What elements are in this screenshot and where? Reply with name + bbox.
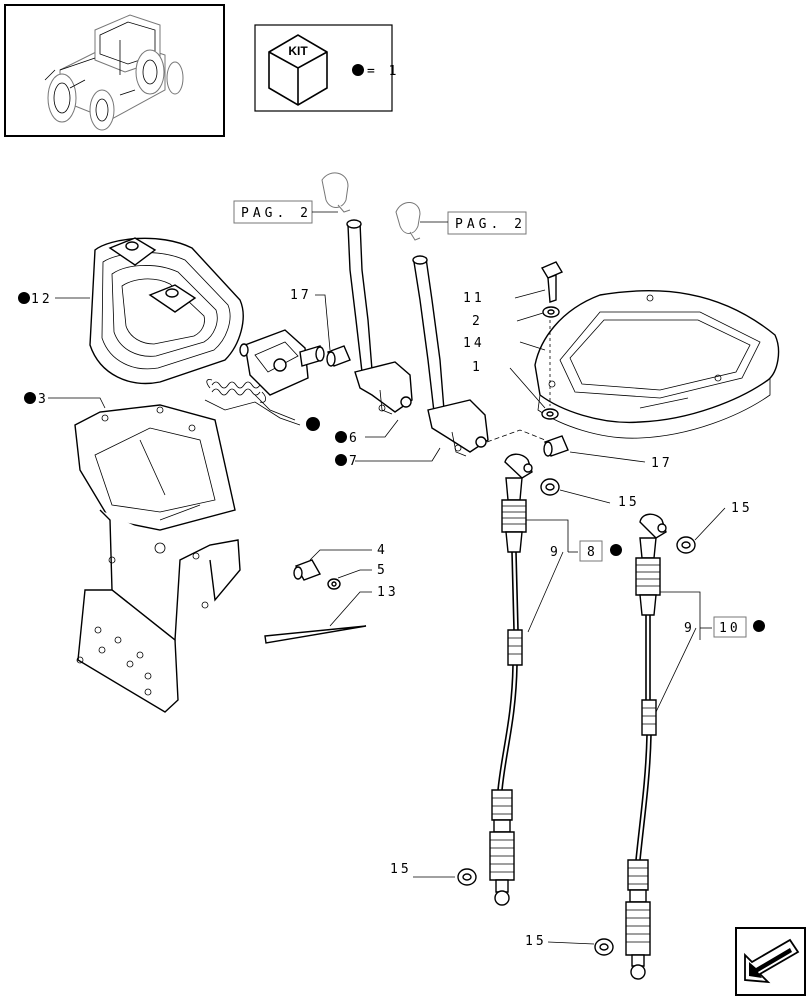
nut-5-part[interactable]	[327, 578, 341, 590]
washer-1-part[interactable]	[541, 408, 559, 420]
callout-10[interactable]: 10	[713, 616, 765, 638]
knob-ghost-2	[395, 202, 421, 241]
page-ref-1-text: PAG. 2	[241, 206, 312, 221]
callout-17-left[interactable]: 17	[290, 288, 312, 303]
rubber-boot-part[interactable]	[89, 237, 244, 385]
callout-15-b-text: 15	[731, 501, 753, 516]
page-ref-2-text: PAG. 2	[455, 217, 526, 232]
next-page-arrow-icon	[744, 938, 800, 984]
pivot-block-part[interactable]	[239, 329, 325, 396]
bolt-part[interactable]	[540, 261, 564, 303]
spring-part[interactable]	[206, 379, 266, 403]
callout-13-text: 13	[377, 585, 399, 600]
callout-6[interactable]: 6	[335, 431, 360, 446]
wedge-13-part[interactable]	[264, 625, 367, 644]
callout-5-text: 5	[377, 563, 388, 578]
gate-plate-part[interactable]	[534, 289, 780, 439]
mounting-bracket-part[interactable]	[74, 404, 241, 713]
washer-15-d[interactable]	[594, 938, 614, 956]
callout-8[interactable]: 8	[579, 540, 622, 562]
callout-2-text: 2	[472, 314, 483, 329]
callout-15-d-text: 15	[525, 934, 547, 949]
kit-equals-text: = 1	[367, 64, 399, 79]
kit-label: KIT	[288, 44, 308, 58]
page-ref-2[interactable]: PAG. 2	[447, 211, 527, 235]
kit-marker-dot	[352, 64, 364, 76]
callout-9-a-text: 9	[550, 545, 561, 560]
callout-11-text: 11	[463, 291, 485, 306]
callout-4-text: 4	[377, 543, 388, 558]
lever-6-part[interactable]	[346, 219, 413, 415]
bushing-right-part[interactable]	[543, 435, 569, 457]
callout-12[interactable]: 12	[18, 292, 53, 307]
leader-lines	[48, 289, 726, 945]
callout-14-text: 14	[463, 336, 485, 351]
callout-15-c-text: 15	[390, 862, 412, 877]
callout-1[interactable]: 1	[472, 360, 483, 375]
callout-15-a-text: 15	[618, 495, 640, 510]
callout-7-text: 7	[349, 454, 360, 469]
kit-legend: KIT = 1	[254, 24, 399, 112]
tractor-thumbnail[interactable]	[4, 4, 225, 137]
bushing-left-part[interactable]	[326, 345, 351, 367]
callout-17-right[interactable]: 17	[651, 456, 673, 471]
callout-15-c[interactable]: 15	[390, 862, 412, 877]
callout-15-b[interactable]: 15	[731, 501, 753, 516]
callout-10-text: 10	[719, 621, 741, 636]
callout-7[interactable]: 7	[335, 454, 360, 469]
callout-9-b[interactable]: 9	[684, 621, 695, 636]
page-ref-1[interactable]: PAG. 2	[233, 200, 313, 224]
callout-3-text: 3	[38, 392, 49, 407]
callout-17-right-text: 17	[651, 456, 673, 471]
callout-11[interactable]: 11	[463, 291, 485, 306]
callout-3[interactable]: 3	[24, 392, 49, 407]
callout-9-a[interactable]: 9	[550, 545, 561, 560]
callout-15-d[interactable]: 15	[525, 934, 547, 949]
callout-13[interactable]: 13	[377, 585, 399, 600]
pin-4-part[interactable]	[293, 559, 322, 581]
tractor-icon	[44, 14, 184, 131]
callout-1-text: 1	[472, 360, 483, 375]
callout-9-b-text: 9	[684, 621, 695, 636]
spring-kit-marker	[306, 417, 320, 431]
callout-15-a[interactable]: 15	[618, 495, 640, 510]
washer-2-part[interactable]	[542, 306, 560, 318]
washer-15-c[interactable]	[457, 868, 477, 886]
callout-4[interactable]: 4	[377, 543, 388, 558]
callout-2[interactable]: 2	[472, 314, 483, 329]
lever-7-part[interactable]	[412, 255, 489, 457]
next-page-button[interactable]	[735, 927, 806, 996]
kit-cube-icon	[268, 34, 328, 106]
washer-15-a[interactable]	[540, 478, 560, 496]
knob-ghost-1	[321, 172, 351, 213]
callout-5[interactable]: 5	[377, 563, 388, 578]
callout-17-left-text: 17	[290, 288, 312, 303]
callout-12-text: 12	[31, 292, 53, 307]
callout-14[interactable]: 14	[463, 336, 485, 351]
callout-8-text: 8	[587, 545, 598, 560]
washer-15-b[interactable]	[676, 536, 696, 554]
control-cable-10-part[interactable]	[625, 513, 667, 980]
callout-6-text: 6	[349, 431, 360, 446]
control-cable-8-part[interactable]	[489, 453, 533, 906]
